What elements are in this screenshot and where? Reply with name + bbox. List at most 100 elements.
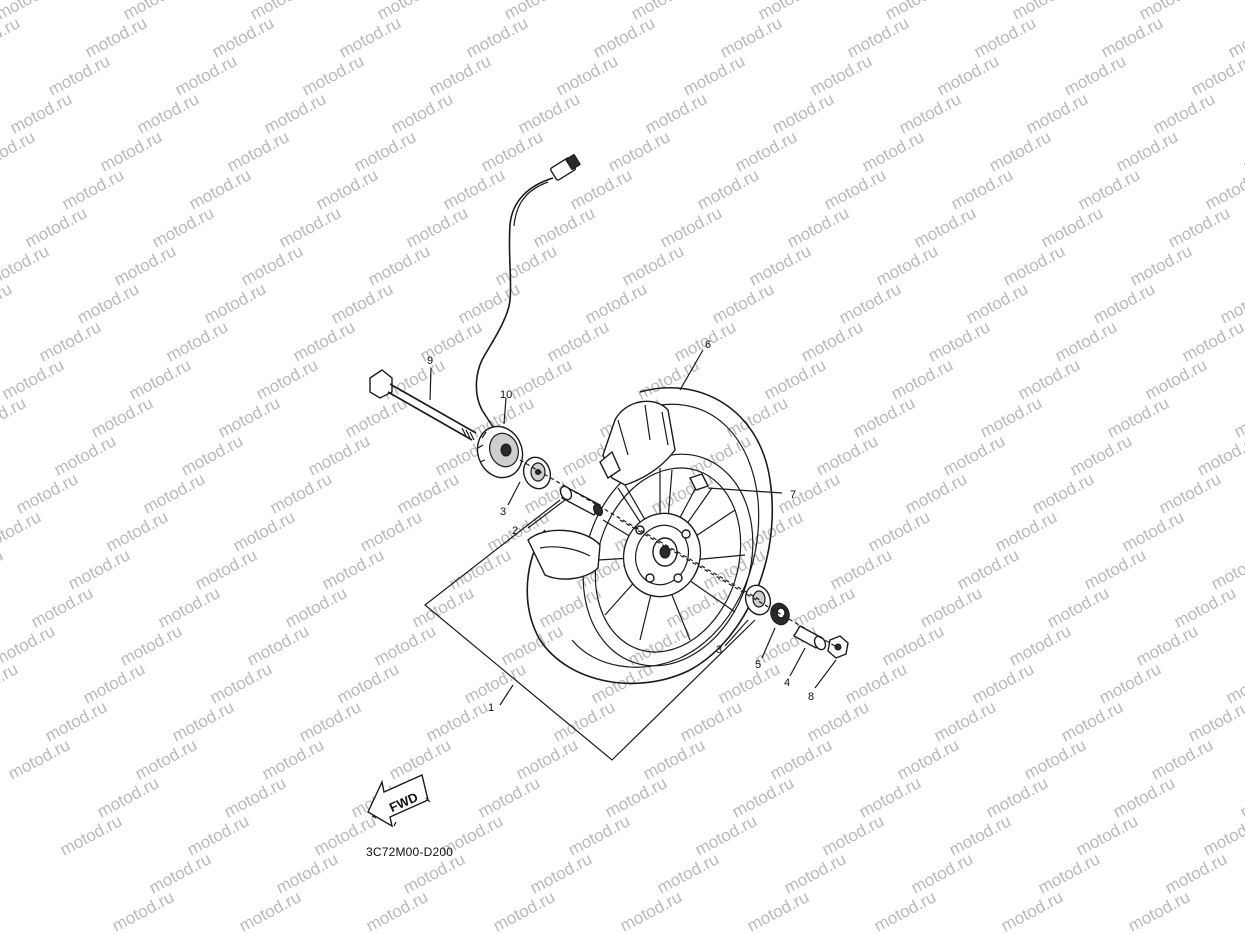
watermark-text: motod.ru xyxy=(1052,317,1120,365)
watermark-text: motod.ru xyxy=(827,545,895,593)
watermark-text: motod.ru xyxy=(140,469,208,517)
watermark-text: motod.ru xyxy=(13,469,81,517)
watermark-text: motod.ru xyxy=(717,13,785,61)
watermark-text: motod.ru xyxy=(917,583,985,631)
watermark-text: motod.ru xyxy=(954,545,1022,593)
watermark-text: motod.ru xyxy=(856,773,924,821)
watermark-text: motod.ru xyxy=(1075,165,1143,213)
watermark-text: motod.ru xyxy=(946,811,1014,859)
watermark-text: motod.ru xyxy=(498,621,566,669)
watermark-text: motod.ru xyxy=(290,317,358,365)
watermark-text: motod.ru xyxy=(1133,621,1201,669)
callout-2: 2 xyxy=(512,525,518,537)
watermark-text: motod.ru xyxy=(931,697,999,745)
watermark-text: motod.ru xyxy=(1185,697,1245,745)
callout-8: 8 xyxy=(808,691,814,703)
watermark-text: motod.ru xyxy=(911,203,979,251)
watermark-text: motod.ru xyxy=(648,469,716,517)
watermark-text: motod.ru xyxy=(1029,469,1097,517)
watermark-text: motod.ru xyxy=(1231,393,1245,441)
watermark-text: motod.ru xyxy=(1150,89,1218,137)
watermark-text: motod.ru xyxy=(746,241,814,289)
watermark-text: motod.ru xyxy=(236,887,304,934)
watermark-text: motod.ru xyxy=(117,621,185,669)
watermark-text: motod.ru xyxy=(590,13,658,61)
watermark-text: motod.ru xyxy=(328,279,396,327)
watermark-text: motod.ru xyxy=(619,241,687,289)
watermark-text: motod.ru xyxy=(894,735,962,783)
watermark-text: motod.ru xyxy=(1073,811,1141,859)
watermark-text: motod.ru xyxy=(790,583,858,631)
watermark-text: motod.ru xyxy=(132,735,200,783)
watermark-text: motod.ru xyxy=(1165,203,1233,251)
watermark-text: motod.ru xyxy=(336,13,404,61)
watermark-text: motod.ru xyxy=(642,89,710,137)
watermark-text: motod.ru xyxy=(296,697,364,745)
watermark-text: motod.ru xyxy=(1044,583,1112,631)
watermark-text: motod.ru xyxy=(992,507,1060,555)
watermark-text: motod.ru xyxy=(426,51,494,99)
watermark-text: motod.ru xyxy=(28,583,96,631)
watermark-text: motod.ru xyxy=(149,203,217,251)
callout-3-left: 3 xyxy=(500,506,506,518)
watermark-text: motod.ru xyxy=(567,165,635,213)
watermark-text: motod.ru xyxy=(478,127,546,175)
watermark-text: motod.ru xyxy=(536,583,604,631)
watermark-text: motod.ru xyxy=(1162,849,1230,897)
watermark-text: motod.ru xyxy=(94,773,162,821)
watermark-text: motod.ru xyxy=(1237,773,1245,821)
watermark-text: motod.ru xyxy=(940,431,1008,479)
callout-5: 5 xyxy=(755,659,761,671)
watermark-text: motod.ru xyxy=(215,393,283,441)
watermark-text: motod.ru xyxy=(977,393,1045,441)
watermark-text: motod.ru xyxy=(896,89,964,137)
watermark-text: motod.ru xyxy=(305,431,373,479)
watermark-text: motod.ru xyxy=(798,317,866,365)
watermark-text: motod.ru xyxy=(677,697,745,745)
watermark-text: motod.ru xyxy=(908,849,976,897)
watermark-text: motod.ru xyxy=(842,659,910,707)
watermark-text: motod.ru xyxy=(388,89,456,137)
watermark-text: motod.ru xyxy=(784,203,852,251)
watermark-text: motod.ru xyxy=(969,659,1037,707)
watermark-text: motod.ru xyxy=(888,355,956,403)
watermark-text: motod.ru xyxy=(0,13,23,61)
watermark-text: motod.ru xyxy=(172,51,240,99)
watermark-text: motod.ru xyxy=(1000,241,1068,289)
watermark-text: motod.ru xyxy=(267,469,335,517)
collar xyxy=(793,625,827,651)
watermark-text: motod.ru xyxy=(1171,583,1239,631)
watermark-text: motod.ru xyxy=(0,507,44,555)
watermark-text: motod.ru xyxy=(88,393,156,441)
watermark-text: motod.ru xyxy=(507,355,575,403)
axle-nut xyxy=(827,635,849,659)
watermark-text: motod.ru xyxy=(844,13,912,61)
watermark-text: motod.ru xyxy=(582,279,650,327)
watermark-text: motod.ru xyxy=(244,621,312,669)
watermark-text: motod.ru xyxy=(865,507,933,555)
watermark-text: motod.ru xyxy=(313,165,381,213)
watermark-text: motod.ru xyxy=(394,469,462,517)
watermark-text: motod.ru xyxy=(463,13,531,61)
watermark-text: motod.ru xyxy=(475,773,543,821)
watermark-text: motod.ru xyxy=(654,849,722,897)
watermark-text: motod.ru xyxy=(259,735,327,783)
watermark-text: motod.ru xyxy=(97,127,165,175)
watermark-text: motod.ru xyxy=(744,887,812,934)
watermark-text: motod.ru xyxy=(680,51,748,99)
callout-4: 4 xyxy=(784,677,790,689)
callout-9: 9 xyxy=(427,355,433,367)
watermark-text: motod.ru xyxy=(871,887,939,934)
watermark-text: motod.ru xyxy=(492,241,560,289)
watermark-text: motod.ru xyxy=(1119,507,1187,555)
diagram-code: 3C72M00-D200 xyxy=(366,845,454,859)
watermark-text: motod.ru xyxy=(74,279,142,327)
watermark-text: motod.ru xyxy=(351,127,419,175)
watermark-text: motod.ru xyxy=(550,697,618,745)
speed-sensor-cable xyxy=(475,154,581,479)
watermark-text: motod.ru xyxy=(640,735,708,783)
watermark-text: motod.ru xyxy=(859,127,927,175)
watermark-text: motod.ru xyxy=(178,431,246,479)
watermark-text: motod.ru xyxy=(1035,849,1103,897)
